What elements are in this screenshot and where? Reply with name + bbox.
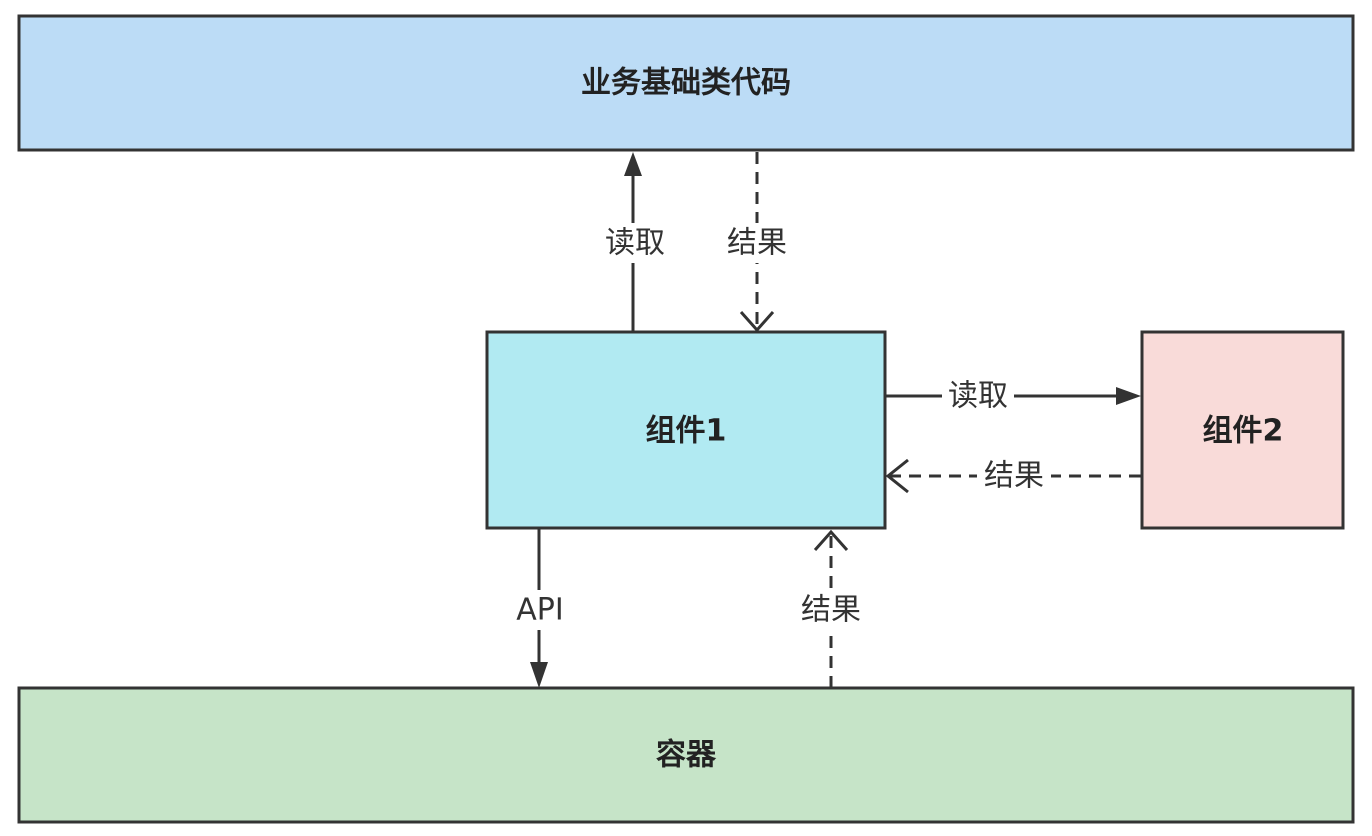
edge-container-result-c1-label-bg (796, 590, 866, 630)
edge-c1-read-business-label: 读取 (605, 226, 665, 261)
edge-c1-api-container-label: API (516, 593, 563, 628)
edge-business-result-c1-label-bg (722, 223, 792, 263)
component2-label: 组件2 (1203, 414, 1284, 449)
edge-c1-read-c2-label: 读取 (948, 379, 1008, 414)
edge-c1-read-business-label-bg (600, 223, 668, 263)
business-code-box (17, 14, 1355, 152)
open-arrowhead-down-icon (739, 311, 775, 333)
open-arrowhead-up-icon (813, 529, 849, 551)
component1-box (485, 330, 887, 530)
edge-container-result-c1: 结果 (796, 529, 866, 688)
business-code-node: 业务基础类代码 (17, 14, 1355, 152)
component1-label: 组件1 (646, 414, 727, 449)
container-box (17, 686, 1355, 824)
open-arrowhead-left-icon (885, 458, 909, 494)
edge-c1-read-business: 读取 (600, 152, 668, 332)
edge-container-result-c1-label: 结果 (801, 593, 861, 628)
edge-c1-api-container-label-bg (510, 590, 570, 630)
edge-business-result-c1-label: 结果 (727, 226, 787, 261)
edge-c1-read-c2-label-bg (942, 376, 1014, 416)
edge-c2-result-c1: 结果 (885, 456, 1141, 496)
edge-c1-read-c2: 读取 (885, 376, 1141, 416)
edge-c1-api-container: API (510, 528, 570, 688)
edge-business-result-c1: 结果 (722, 152, 792, 333)
container-label: 容器 (656, 738, 717, 773)
edge-c2-result-c1-label: 结果 (984, 459, 1044, 494)
component1-node: 组件1 (485, 330, 887, 530)
arrowhead-right-icon (1116, 387, 1141, 405)
component2-box (1140, 330, 1345, 530)
business-code-label: 业务基础类代码 (581, 66, 791, 101)
edge-c2-result-c1-label-bg (977, 456, 1051, 496)
component2-node: 组件2 (1140, 330, 1345, 530)
container-node: 容器 (17, 686, 1355, 824)
arrowhead-up-icon (624, 152, 642, 176)
arrowhead-down-icon (530, 662, 548, 688)
